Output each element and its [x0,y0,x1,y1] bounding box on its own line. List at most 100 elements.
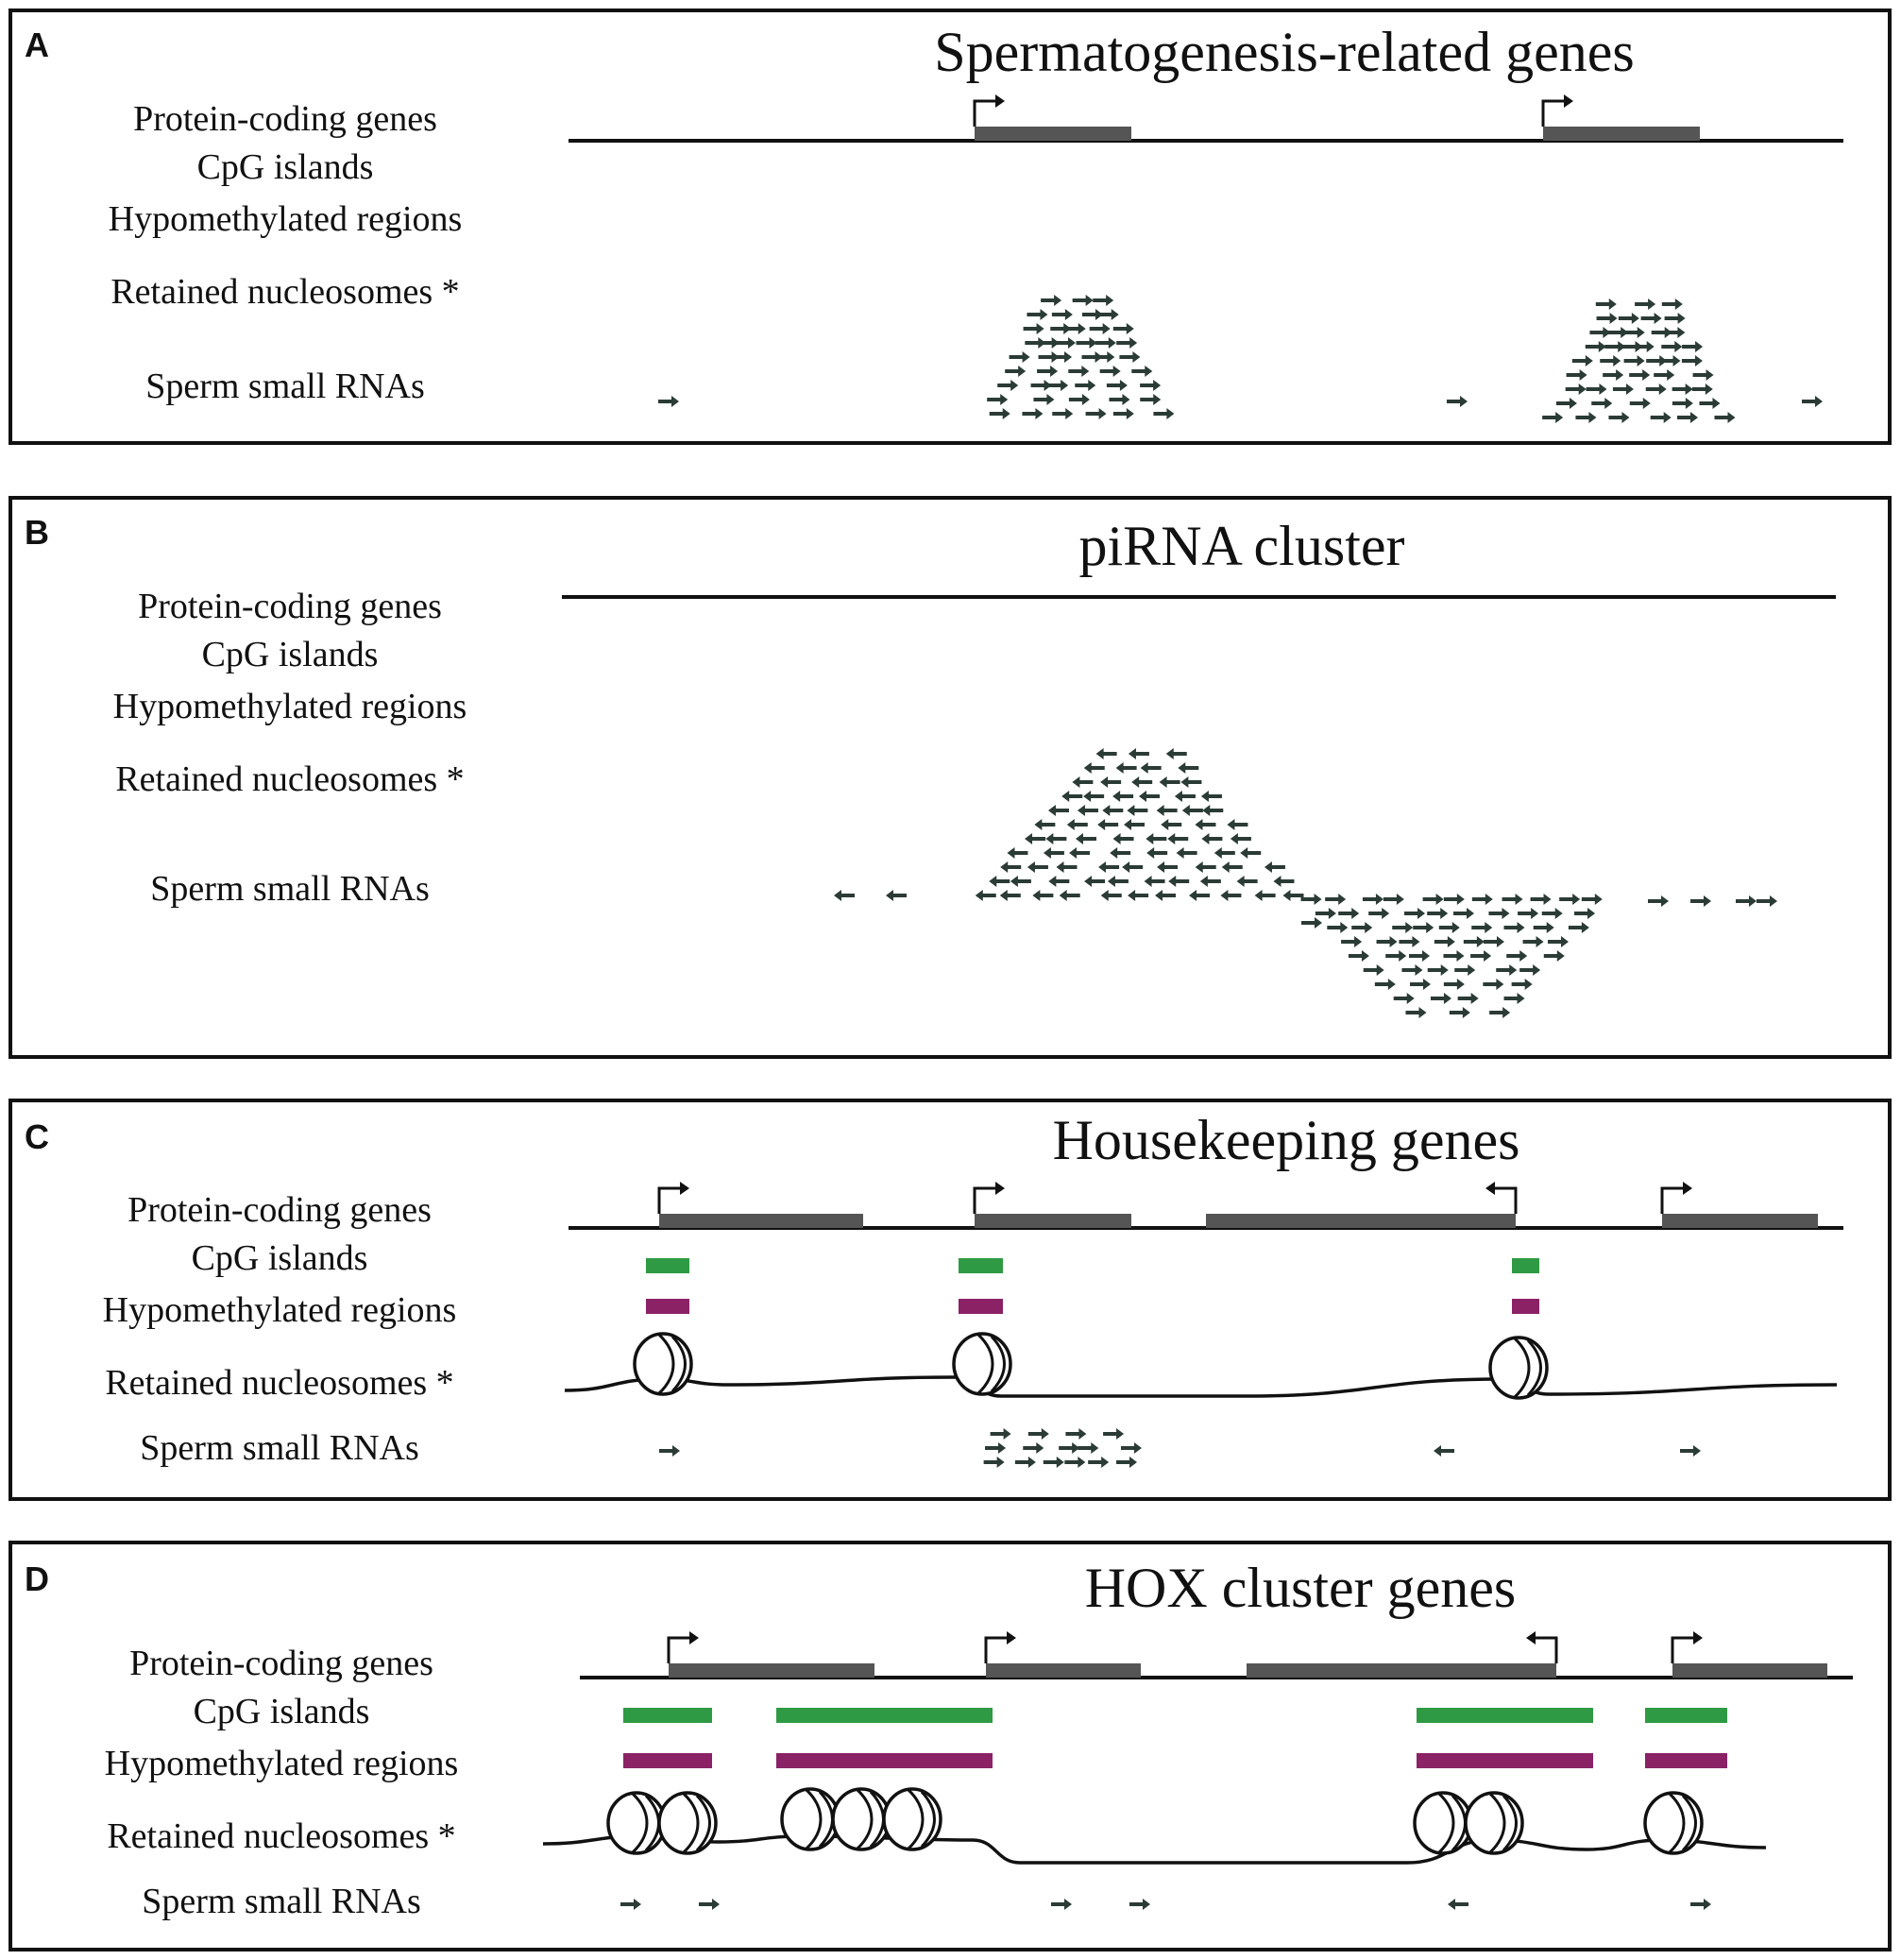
small-rna-arrowhead [1663,412,1672,423]
small-rna-arrowhead [1047,805,1056,816]
nucleosome-dna-wrap [990,1335,1006,1393]
small-rna-arrowhead [996,1457,1005,1468]
small-rna-arrowhead [1129,1457,1138,1468]
small-rna-arrowhead [1705,383,1713,395]
small-rna-arrowhead [1035,408,1044,419]
small-rna-arrowhead [1677,327,1686,338]
small-rna-arrowhead [1468,964,1476,976]
small-rna-arrowhead [1084,876,1093,887]
small-rna-arrowhead [1685,383,1693,395]
small-rna-arrowhead [1254,890,1263,901]
small-rna-arrowhead [1661,895,1669,907]
small-rna-arrowhead [671,396,679,407]
small-rna-arrowhead [1496,936,1504,947]
small-rna-arrowhead [1456,894,1465,905]
small-rna-arrowhead [1608,298,1617,310]
panel-d-label-cpg-islands: CpG islands [193,1692,370,1731]
small-rna-arrowhead [1054,295,1062,306]
small-rna-arrowhead [1667,369,1675,381]
small-rna-arrowhead [1712,398,1721,409]
small-rna-arrowhead [1460,396,1468,407]
nucleosome-dna-wrap [1681,1794,1697,1852]
small-rna-arrowhead [1061,791,1070,802]
small-rna-arrowhead [1166,408,1175,419]
small-rna-arrowhead [1484,950,1492,962]
nucleosome-dna-wrap [1668,1792,1686,1854]
small-rna-arrowhead [1018,366,1027,377]
small-rna-arrowhead [1202,805,1211,816]
small-rna-arrowhead [1572,894,1581,905]
small-rna-arrowhead [1140,762,1148,774]
small-rna-arrowhead [1078,323,1086,334]
small-rna-arrowhead [1214,847,1222,859]
small-rna-arrowhead [1749,895,1757,907]
small-rna-arrowhead [1470,993,1479,1004]
nucleosome-dna-wrap [805,1788,823,1850]
small-rna-arrowhead [1122,861,1130,873]
tss-arrowhead-icon [995,1182,1005,1195]
small-rna-arrowhead [989,876,997,887]
small-rna-arrowhead [1167,833,1176,844]
small-rna-arrowhead [1727,412,1736,423]
small-rna-arrowhead [1000,394,1009,405]
small-rna-arrowhead [1181,805,1190,816]
nucleosome-dna-wrap [657,1333,675,1395]
small-rna-arrowhead [1685,398,1693,409]
small-rna-arrowhead [1417,908,1426,919]
panel-b-title: piRNA cluster [1078,515,1405,577]
small-rna-arrowhead [1689,412,1698,423]
small-rna-arrowhead [1654,313,1662,324]
small-rna-arrowhead [1112,791,1121,802]
small-rna-arrowhead [1447,936,1455,947]
small-rna-arrowhead [1273,876,1281,887]
tss-arrowhead-icon [1485,1182,1495,1195]
tss-arrow-icon [1536,1636,1558,1663]
small-rna-arrowhead [1581,922,1589,933]
small-rna-arrowhead [1081,366,1090,377]
panel-c-label-retained-nucleosomes: Retained nucleosomes * [105,1363,454,1403]
small-rna-arrowhead [1546,922,1554,933]
tss-arrow-icon [984,1636,1007,1663]
small-rna-arrowhead [1236,876,1245,887]
small-rna-arrowhead [1022,351,1030,363]
small-rna-arrowhead [998,1442,1007,1454]
small-rna-arrowhead [1536,936,1544,947]
small-rna-arrowhead [1354,936,1363,947]
panel-d [8,1541,1892,1951]
small-rna-arrowhead [1524,979,1533,990]
tss-arrow-icon [973,99,995,127]
nucleosome-icon [1643,1791,1704,1855]
panel-b-label-cpg-islands: CpG islands [201,635,379,674]
small-rna-arrowhead [1102,805,1111,816]
small-rna-arrowhead [1569,398,1577,409]
small-rna-arrowhead [1064,351,1073,363]
panel-d-label-protein-coding-genes: Protein-coding genes [129,1644,433,1683]
small-rna-arrowhead [1119,380,1128,391]
small-rna-arrowhead [1072,1442,1080,1454]
small-rna-arrowhead [1496,979,1504,990]
small-rna-arrowhead [1081,394,1090,405]
hypomethylated-region-bar [959,1299,1003,1314]
nucleosome-dna-wrap [1526,1338,1542,1397]
small-rna-arrowhead [1085,295,1094,306]
small-rna-arrowhead [1240,847,1248,859]
small-rna-arrowhead [1153,380,1162,391]
hypomethylated-region-bar [646,1299,689,1314]
small-rna-arrowhead [1351,908,1360,919]
tss-arrowhead-icon [680,1182,689,1195]
small-rna-arrowhead [1050,366,1059,377]
hypomethylated-region-bar [623,1753,712,1768]
small-rna-arrowhead [1704,895,1711,907]
panel-c-gene-1 [659,1214,863,1228]
small-rna-arrowhead [1157,861,1165,873]
small-rna-arrowhead [1389,936,1398,947]
small-rna-arrowhead [1143,1899,1150,1910]
small-rna-arrowhead [1599,383,1607,395]
small-rna-arrowhead [1815,396,1823,407]
small-rna-arrowhead [1616,369,1624,381]
nucleosome-icon [952,1332,1012,1396]
hypomethylated-region-bar [1645,1753,1727,1768]
small-rna-arrowhead [1451,922,1460,933]
tss-arrowhead-icon [1526,1631,1536,1645]
small-rna-arrowhead [1027,1457,1036,1468]
